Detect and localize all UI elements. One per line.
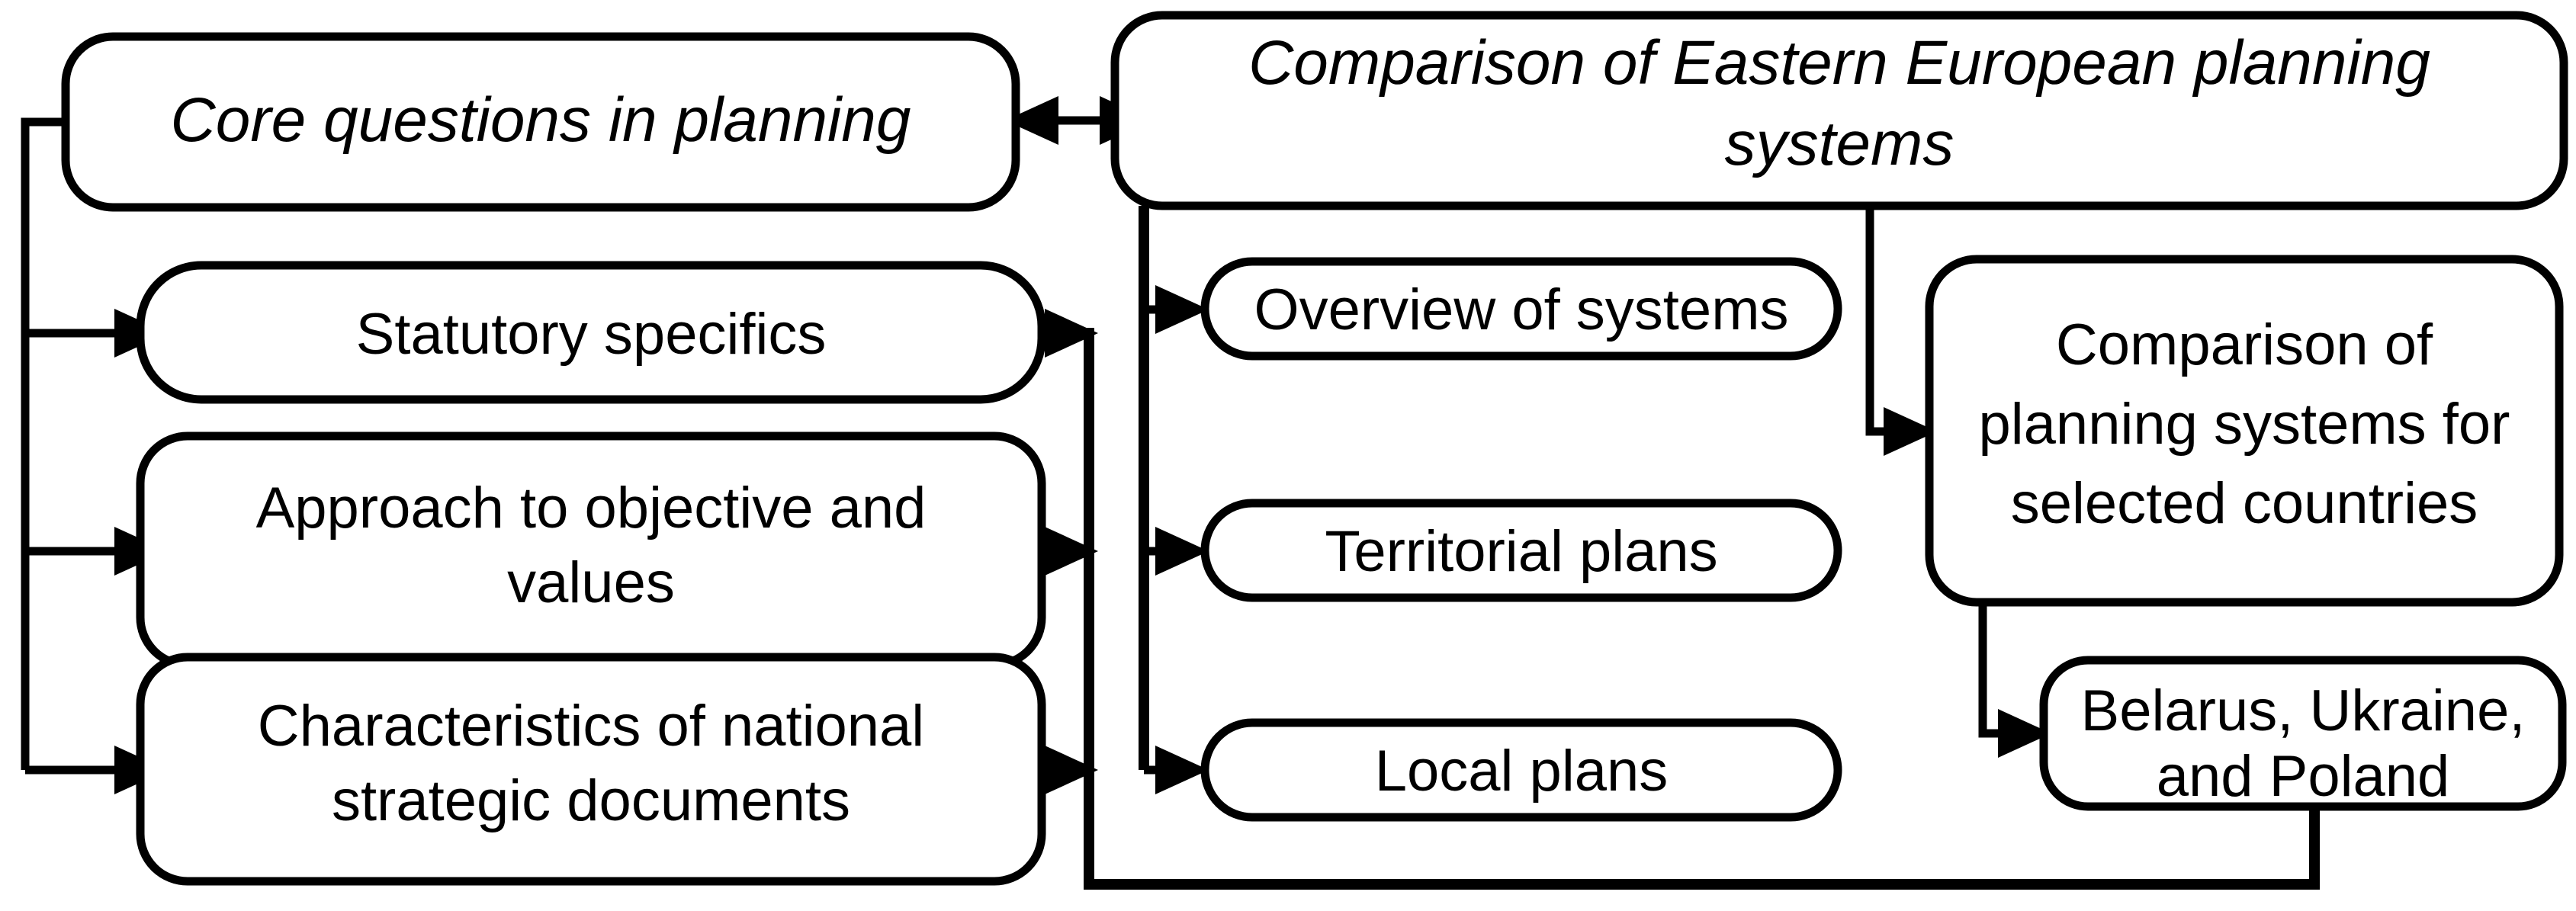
approach-objective-values-label-line-2: values — [507, 550, 675, 615]
comparison-eastern-european-label-line-1: Comparison of Eastern European planning — [1248, 28, 2430, 98]
overview-of-systems-box[interactable] — [1200, 257, 1842, 361]
overview-of-systems-node[interactable]: Overview of systems — [1200, 257, 1842, 361]
statutory-specifics-box[interactable] — [136, 261, 1046, 404]
comparison-eastern-european-node[interactable]: Comparison of Eastern European planning … — [1110, 11, 2568, 210]
local-plans-node[interactable]: Local plans — [1200, 718, 1842, 822]
belarus-ukraine-poland-label-line-2: and Poland — [2157, 744, 2450, 809]
comparison-eastern-european-box[interactable] — [1110, 11, 2568, 210]
statutory-specifics-node[interactable]: Statutory specifics — [136, 261, 1046, 404]
statutory-specifics-label-line-1: Statutory specifics — [356, 302, 827, 367]
territorial-plans-box[interactable] — [1200, 499, 1842, 602]
local-plans-box[interactable] — [1200, 718, 1842, 822]
core-questions-box[interactable] — [61, 32, 1020, 212]
edge-comparison-to-middle-branches — [1139, 206, 1209, 794]
territorial-plans-node[interactable]: Territorial plans — [1200, 499, 1842, 602]
characteristics-national-strategic-label-line-1: Characteristics of national — [258, 694, 924, 759]
belarus-ukraine-poland-label-line-1: Belarus, Ukraine, — [2081, 678, 2526, 743]
approach-objective-values-label-line-1: Approach to objective and — [256, 476, 927, 541]
characteristics-national-strategic-box[interactable] — [136, 653, 1046, 886]
edge-comparison-to-selected-countries — [1865, 206, 1937, 456]
comparison-selected-countries-label-line-1: Comparison of — [2056, 313, 2433, 377]
characteristics-national-strategic-node[interactable]: Characteristics of national strategic do… — [136, 653, 1046, 886]
belarus-ukraine-poland-node[interactable]: Belarus, Ukraine, and Poland — [2039, 656, 2567, 811]
comparison-selected-countries-label-line-2: planning systems for — [1979, 392, 2510, 457]
core-questions-label-line-1: Core questions in planning — [171, 85, 911, 155]
comparison-selected-countries-label-line-3: selected countries — [2011, 471, 2478, 536]
comparison-eastern-european-label-line-2: systems — [1725, 109, 1954, 178]
approach-objective-values-node[interactable]: Approach to objective and values — [136, 431, 1046, 669]
edge-selected-countries-to-belarus — [1978, 602, 2051, 758]
comparison-selected-countries-node[interactable]: Comparison of planning systems for selec… — [1925, 255, 2564, 607]
comparison-selected-countries-box[interactable] — [1925, 255, 2564, 607]
core-questions-node[interactable]: Core questions in planning — [61, 32, 1020, 212]
overview-of-systems-label-line-1: Overview of systems — [1254, 277, 1788, 342]
belarus-ukraine-poland-box[interactable] — [2039, 656, 2567, 811]
territorial-plans-label-line-1: Territorial plans — [1325, 519, 1717, 584]
local-plans-label-line-1: Local plans — [1375, 739, 1669, 804]
characteristics-national-strategic-label-line-2: strategic documents — [332, 768, 850, 833]
